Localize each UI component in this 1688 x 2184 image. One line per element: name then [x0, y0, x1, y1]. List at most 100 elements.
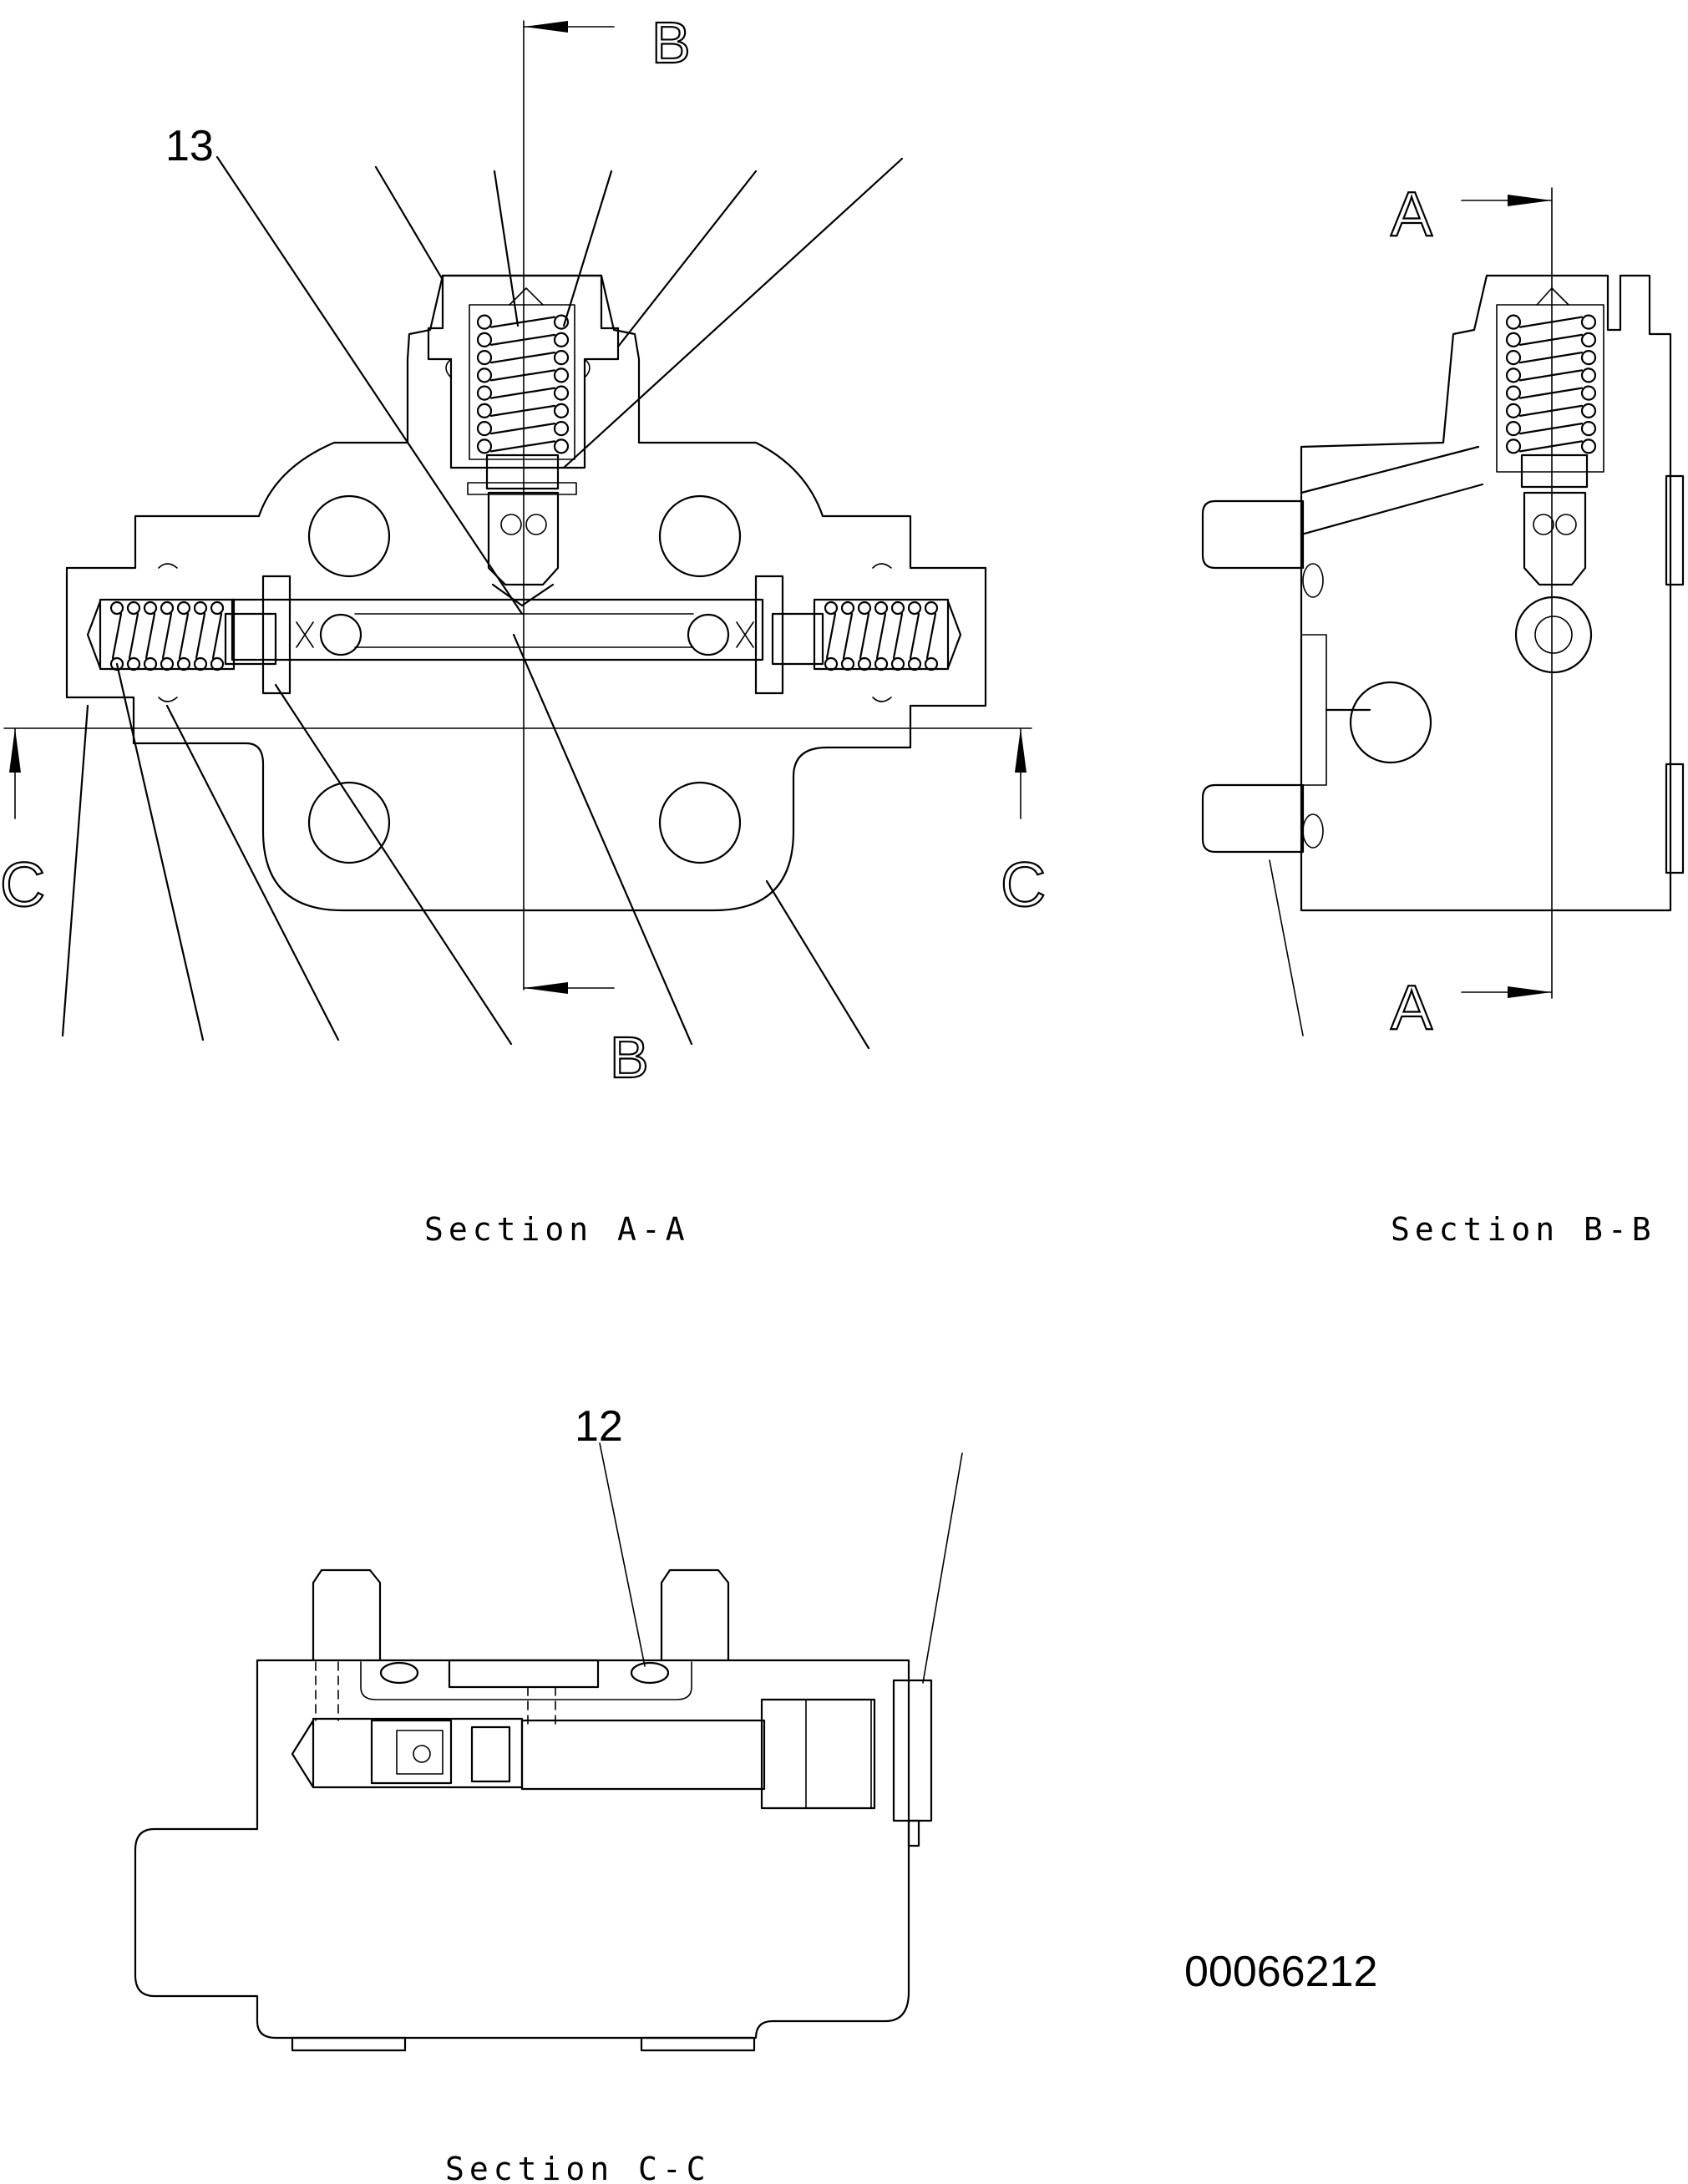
bb-sloped-edge — [1300, 483, 1484, 536]
bb-seal — [1302, 563, 1324, 598]
mount-hole — [658, 494, 742, 578]
right-seal — [872, 697, 892, 702]
bb-poppet-ball — [1555, 514, 1577, 535]
caption-section-aa: Section A-A — [424, 1211, 690, 1248]
bb-poppet — [1520, 454, 1589, 489]
right-piston — [771, 612, 824, 666]
cc-spool-stop-inner — [396, 1730, 444, 1775]
section-marker-c-left: C — [0, 849, 45, 920]
section-aa-body-outline — [65, 274, 987, 912]
callout-12: 12 — [575, 1402, 623, 1451]
cc-spool-end-inner — [805, 1699, 872, 1809]
top-poppet-body — [487, 491, 560, 586]
bb-seal — [1302, 813, 1324, 849]
bb-port-inner — [1534, 616, 1573, 654]
top-spring-seat — [509, 287, 544, 306]
bb-port-plug — [1665, 763, 1685, 874]
cc-spool-body — [312, 1717, 524, 1789]
mount-hole — [658, 781, 742, 864]
mount-hole — [307, 494, 391, 578]
callout-13: 13 — [165, 122, 214, 170]
section-marker-a-bottom: A — [1391, 972, 1432, 1042]
right-spring — [824, 600, 939, 671]
cc-spool-stop — [370, 1719, 453, 1785]
leader-line-bb — [1269, 859, 1304, 1036]
poppet-ball — [525, 514, 547, 535]
section-marker-b-bottom: B — [610, 1025, 649, 1090]
leader-line-cc — [922, 1452, 963, 1684]
caption-section-cc: Section C-C — [445, 2151, 711, 2184]
cc-foot — [291, 2036, 407, 2052]
horizontal-bore — [231, 598, 764, 661]
bb-handle-left-lower — [1201, 783, 1305, 854]
leader-line-12 — [599, 1442, 646, 1667]
cc-spool-end — [760, 1698, 876, 1810]
right-spring-tip — [946, 600, 962, 670]
ball-cross — [736, 621, 754, 648]
section-arrowhead — [524, 982, 568, 994]
check-ball-right — [687, 613, 730, 656]
cc-seal — [379, 1661, 419, 1685]
bb-slot — [1300, 634, 1327, 786]
poppet-washer — [467, 482, 577, 495]
mount-hole — [307, 781, 391, 864]
bb-port-plug — [1665, 474, 1685, 586]
top-poppet — [485, 454, 560, 490]
cc-pin-left — [312, 1568, 382, 1662]
bb-knob — [1349, 681, 1432, 764]
section-marker-c-right: C — [1001, 849, 1046, 920]
section-bb-view: A A Section B-B — [1201, 178, 1685, 1248]
bb-port-outer — [1514, 595, 1593, 674]
cc-spool-shaft — [520, 1719, 766, 1791]
cc-plug-flange — [907, 1819, 920, 1847]
section-aa-view: B B C C 13 Section A-A — [0, 9, 1047, 1248]
section-cc-body-outline — [134, 1659, 910, 2040]
cc-pin-right — [660, 1568, 730, 1662]
cc-foot — [640, 2036, 756, 2052]
section-marker-a-top: A — [1391, 179, 1432, 249]
caption-section-bb: Section B-B — [1391, 1211, 1656, 1248]
left-seal — [158, 697, 178, 702]
check-ball-left — [319, 613, 362, 656]
section-arrowhead — [524, 21, 568, 33]
left-spring — [109, 600, 225, 671]
cc-spool-collar — [470, 1725, 511, 1783]
bb-spring-seat — [1536, 287, 1569, 306]
top-cap-inner — [469, 304, 575, 460]
section-arrowhead — [1015, 728, 1026, 773]
section-arrowhead — [9, 728, 21, 773]
bb-sloped-edge — [1300, 445, 1480, 494]
bb-spring — [1505, 314, 1597, 454]
poppet-ball — [500, 514, 522, 535]
left-sleeve — [261, 575, 291, 695]
right-sleeve — [754, 575, 784, 695]
top-cap-outline — [427, 274, 620, 469]
leader-lines-aa — [61, 155, 904, 1050]
drawing-number: 00066212 — [1184, 1948, 1377, 1996]
section-marker-b-top: B — [651, 10, 691, 75]
top-poppet-tip — [491, 583, 555, 607]
cc-channel — [360, 1661, 692, 1700]
cc-seal — [630, 1661, 670, 1685]
bb-handle-left — [1201, 499, 1305, 570]
cc-plug-cap — [892, 1679, 933, 1822]
top-cap-seal-right — [584, 358, 591, 378]
cc-channel-plate — [448, 1659, 600, 1689]
bb-poppet-body — [1523, 491, 1587, 586]
left-seal — [158, 563, 178, 569]
section-cc-view: 12 Section C-C — [134, 1402, 963, 2184]
left-spring-tip — [86, 600, 102, 670]
cc-spool-tip — [291, 1719, 315, 1789]
section-arrowhead — [1508, 986, 1552, 998]
cc-spool-pin — [413, 1745, 431, 1763]
section-arrowhead — [1508, 195, 1552, 206]
left-piston — [224, 612, 277, 666]
right-seal — [872, 563, 892, 569]
section-bb-body-outline — [1300, 274, 1672, 912]
bb-cap-inner — [1496, 304, 1604, 473]
bb-poppet-ball — [1533, 514, 1554, 535]
top-spring — [476, 314, 570, 454]
ball-cross — [296, 621, 314, 648]
top-cap-seal-left — [445, 358, 452, 378]
